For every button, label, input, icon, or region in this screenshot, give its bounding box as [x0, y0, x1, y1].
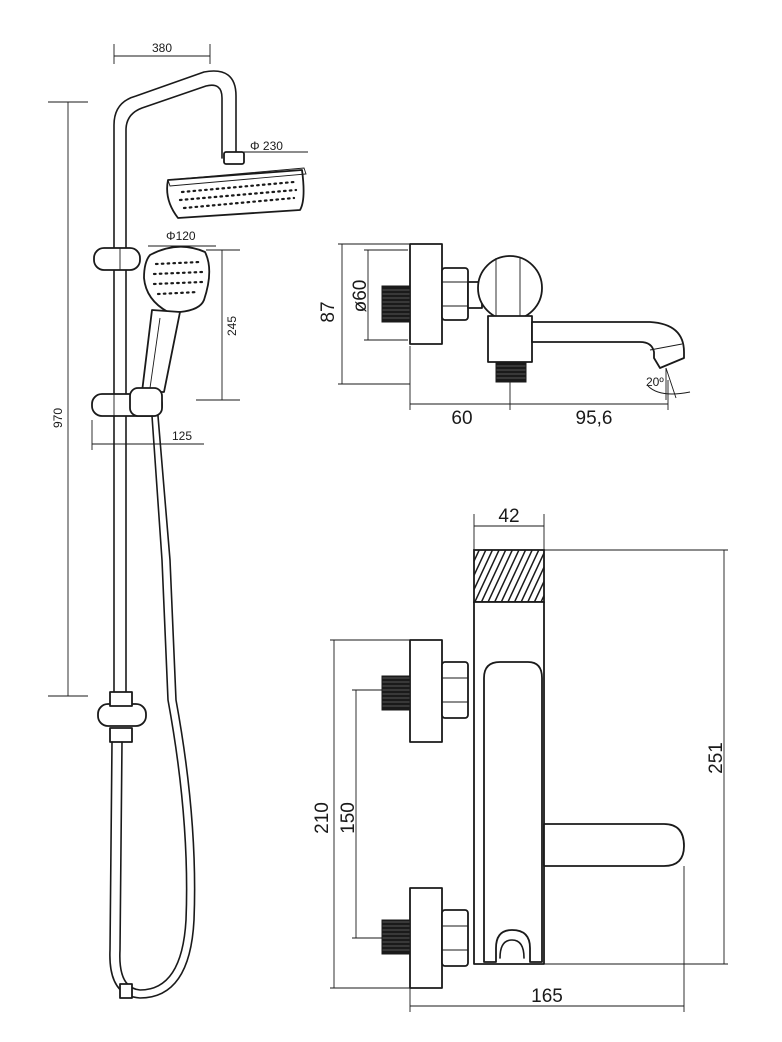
hose-nut [119, 983, 133, 999]
dim-hand-height: 245 [196, 249, 240, 401]
dim-knob-diameter-label: ø60 [350, 280, 371, 313]
hand-shower-hook [499, 939, 525, 959]
lower-slider-holder [91, 387, 163, 417]
dim-cartridge-width-label: 42 [498, 506, 519, 527]
dim-mixer-width: 165 [409, 866, 685, 1012]
mixer-front-view: 42 251 210 150 165 [312, 506, 728, 1012]
dim-holder-projection-label: 125 [172, 429, 192, 443]
dim-total-height: 970 [48, 101, 88, 697]
dim-arm-width-label: 380 [152, 41, 172, 55]
inlet-thread [381, 285, 411, 323]
dim-mixer-width-label: 165 [531, 986, 563, 1007]
lower-inlet-thread [381, 919, 411, 955]
dim-arm-width: 380 [113, 41, 211, 64]
overhead-shower-head [166, 167, 307, 219]
inner-recess [483, 661, 543, 963]
dim-knob-diameter: ø60 [350, 249, 408, 341]
dim-outer-height-label: 210 [312, 802, 333, 834]
dim-holder-projection: 125 [91, 420, 204, 450]
dim-spout-reach-label: 95,6 [576, 408, 613, 429]
wall-flange [409, 243, 443, 345]
dim-total-height-label: 970 [51, 408, 65, 428]
overhead-connector [223, 151, 245, 165]
dim-hand-diameter-label: Φ120 [166, 229, 196, 243]
dim-spout-horizontal: 60 95,6 [409, 346, 669, 429]
dim-wall-depth-label: 60 [451, 408, 472, 429]
lower-nut [441, 909, 469, 967]
dim-overhead-diameter-label: Φ 230 [250, 139, 283, 153]
outlet-thread [495, 361, 527, 383]
upper-nut [441, 661, 469, 719]
upper-inlet-thread [381, 675, 411, 711]
dim-body-height: 87 [318, 243, 410, 385]
dim-outer-height: 210 [312, 639, 410, 989]
hand-shower [141, 245, 211, 393]
dim-spout-angle: 20º [646, 367, 691, 400]
dim-cartridge-width: 42 [473, 506, 545, 550]
dim-inlet-spacing-label: 150 [338, 802, 359, 834]
dim-hand-diameter: Φ120 [148, 229, 216, 247]
dim-overhead-diameter: Φ 230 [236, 139, 308, 153]
lower-flange [409, 887, 443, 989]
dim-spout-angle-label: 20º [646, 375, 664, 389]
upper-slider-holder [93, 247, 141, 271]
diverter-bracket [97, 691, 147, 743]
dim-mixer-height: 251 [544, 549, 728, 965]
thermostat-knob [477, 255, 543, 321]
riser-pipe [113, 70, 237, 701]
mixer-body [487, 315, 533, 363]
bath-spout [531, 321, 685, 369]
eccentric-nut [441, 267, 469, 321]
shower-column-drawing: 380 Φ 230 Φ120 245 970 12 [48, 41, 308, 999]
upper-flange [409, 639, 443, 743]
riser-pipe-inner [125, 84, 223, 701]
dim-body-height-label: 87 [318, 301, 339, 322]
spout-front [543, 823, 685, 867]
spout-side-view: 87 ø60 60 95,6 20º [318, 243, 691, 429]
dim-mixer-height-label: 251 [706, 742, 727, 774]
cartridge-cap [473, 549, 545, 603]
dim-inlet-spacing: 150 [338, 689, 382, 939]
dim-hand-height-label: 245 [225, 316, 239, 336]
